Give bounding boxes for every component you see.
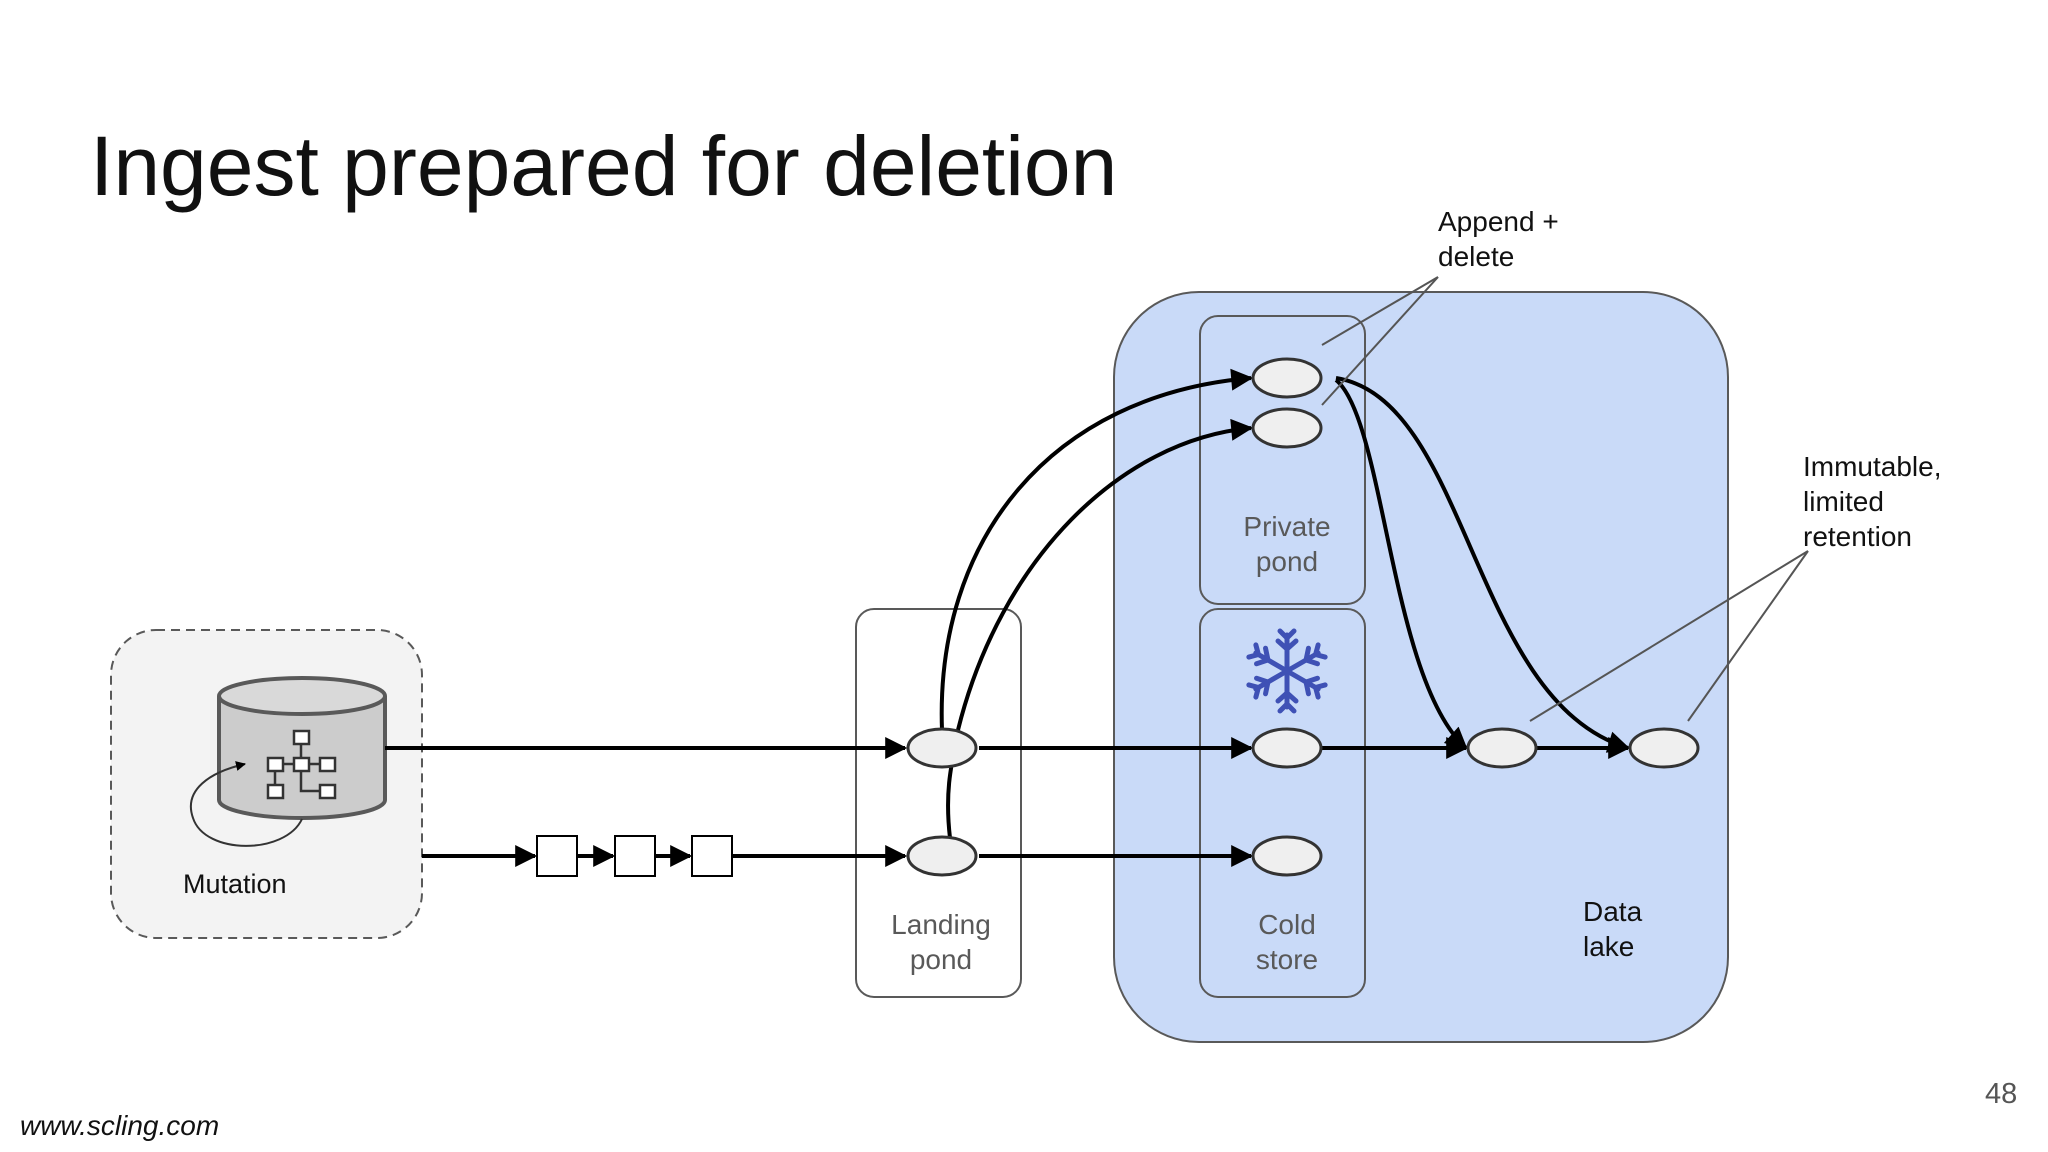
landing-pond-label-line1: Landing [891, 909, 991, 940]
dataset-cold-2 [1251, 835, 1323, 877]
dataset-private-1 [1251, 357, 1323, 399]
dataset-lake-2 [1628, 727, 1700, 769]
append-delete-annotation-line1: Append + [1438, 206, 1559, 237]
immutable-annotation-line2: limited [1803, 486, 1884, 517]
queue-item [614, 835, 656, 877]
dataset-landing-2 [906, 835, 978, 877]
mutation-loop-arrow [190, 761, 303, 847]
dataset-landing-1 [906, 727, 978, 769]
flow-arrow [1334, 378, 1468, 750]
private-pond-box [1199, 315, 1366, 605]
landing-pond-box [855, 608, 1022, 998]
landing-pond-label-line2: pond [910, 944, 972, 975]
append-delete-annotation-line2: delete [1438, 241, 1514, 272]
cold-store-label-line1: Cold [1258, 909, 1316, 940]
mutation-label: Mutation [183, 869, 287, 899]
cold-store-box [1199, 608, 1366, 998]
annotation-leader-lines [1321, 276, 1809, 722]
immutable-annotation-line1: Immutable, [1803, 451, 1942, 482]
slide-title: Ingest prepared for deletion [90, 119, 1118, 213]
data-lake-label-line1: Data [1583, 896, 1643, 927]
database-icon [217, 676, 387, 820]
dataset-cold-1 [1251, 727, 1323, 769]
private-pond-label-line1: Private [1243, 511, 1330, 542]
flow-arrow [939, 368, 1254, 731]
snowflake-icon [1248, 628, 1326, 711]
queue-item [691, 835, 733, 877]
queue-item [536, 835, 578, 877]
dataset-lake-1 [1466, 727, 1538, 769]
dataset-private-2 [1251, 407, 1323, 449]
flow-arrow [945, 418, 1254, 839]
cold-store-label-line2: store [1256, 944, 1318, 975]
footer-url: www.scling.com [20, 1110, 220, 1141]
datasets [906, 357, 1700, 877]
private-pond-label-line2: pond [1256, 546, 1318, 577]
page-number: 48 [1985, 1078, 2018, 1110]
immutable-annotation-line3: retention [1803, 521, 1912, 552]
data-lake-label-line2: lake [1583, 931, 1634, 962]
flow-arrow [1335, 376, 1631, 753]
